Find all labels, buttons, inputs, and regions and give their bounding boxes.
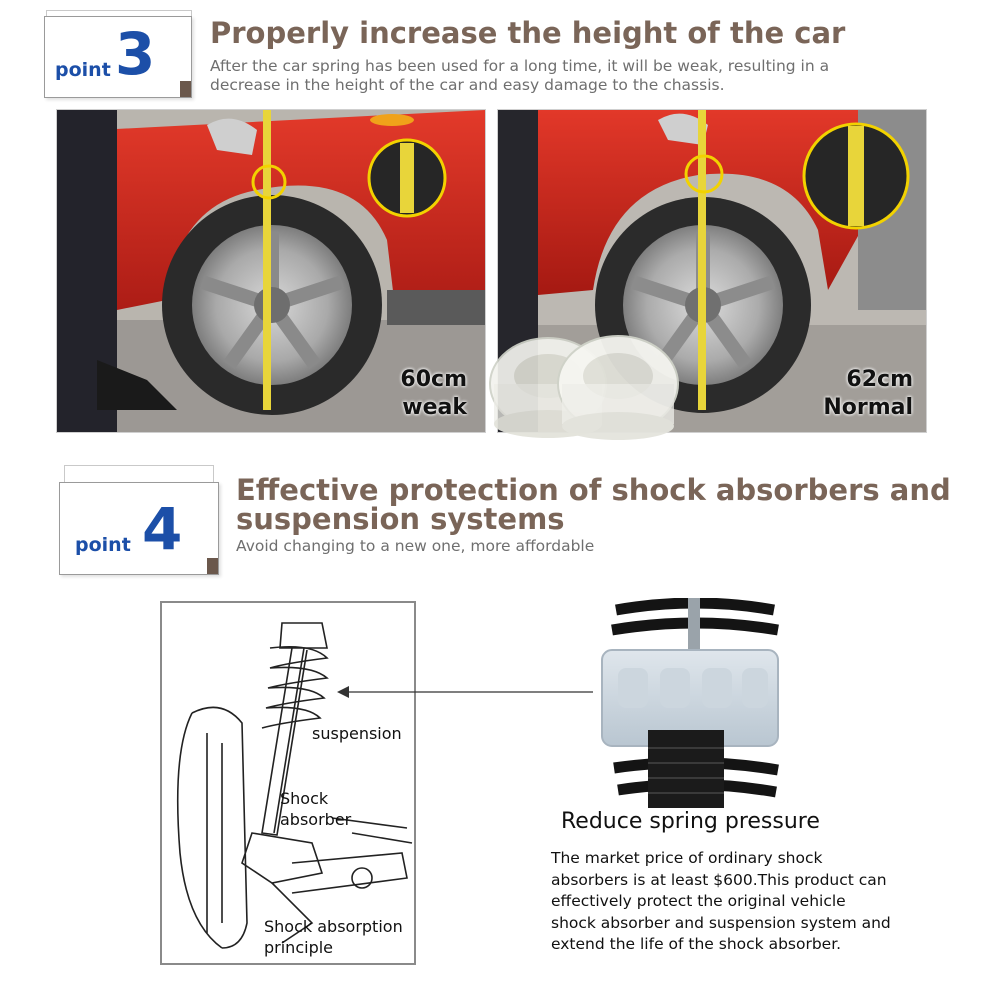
diagram-label-shock-line2: absorber [280, 810, 352, 829]
section4-title-line1: Effective protection of shock absorbers … [236, 473, 951, 507]
point3-badge: point 3 [44, 16, 192, 98]
spring-buffer-rings [489, 335, 679, 440]
point3-corner [180, 81, 191, 97]
product-description: The market price of ordinary shock absor… [551, 849, 891, 953]
reduce-pressure-title: Reduce spring pressure [561, 809, 820, 834]
suspension-diagram: suspension Shock absorber Shock absorpti… [160, 601, 416, 965]
arrow-left-icon [337, 686, 593, 698]
section3-title: Properly increase the height of the car [210, 16, 846, 50]
photo-weak: 60cm weak [56, 109, 486, 433]
photo-weak-art [57, 110, 485, 432]
weak-state-label: weak [402, 395, 467, 420]
point4-corner [207, 558, 218, 574]
diagram-label-suspension: suspension [312, 724, 402, 743]
point4-word: point [75, 534, 131, 556]
normal-state-label: Normal [823, 395, 913, 420]
product-on-spring-image [596, 598, 796, 810]
point3-number: 3 [115, 20, 156, 88]
section3-subtitle: After the car spring has been used for a… [210, 57, 830, 94]
weak-height-label: 60cm [400, 367, 467, 392]
normal-height-label: 62cm [846, 367, 913, 392]
section4-subtitle: Avoid changing to a new one, more afford… [236, 537, 595, 555]
diagram-label-principle-line1: Shock absorption [264, 917, 403, 936]
suspension-diagram-art [176, 622, 413, 949]
point3-word: point [55, 59, 111, 81]
point4-badge: point 4 [59, 482, 219, 575]
diagram-label-shock-line1: Shock [280, 789, 329, 808]
diagram-label-principle-line2: principle [264, 938, 334, 957]
point4-number: 4 [142, 495, 183, 563]
section4-title-line2: suspension systems [236, 502, 565, 536]
